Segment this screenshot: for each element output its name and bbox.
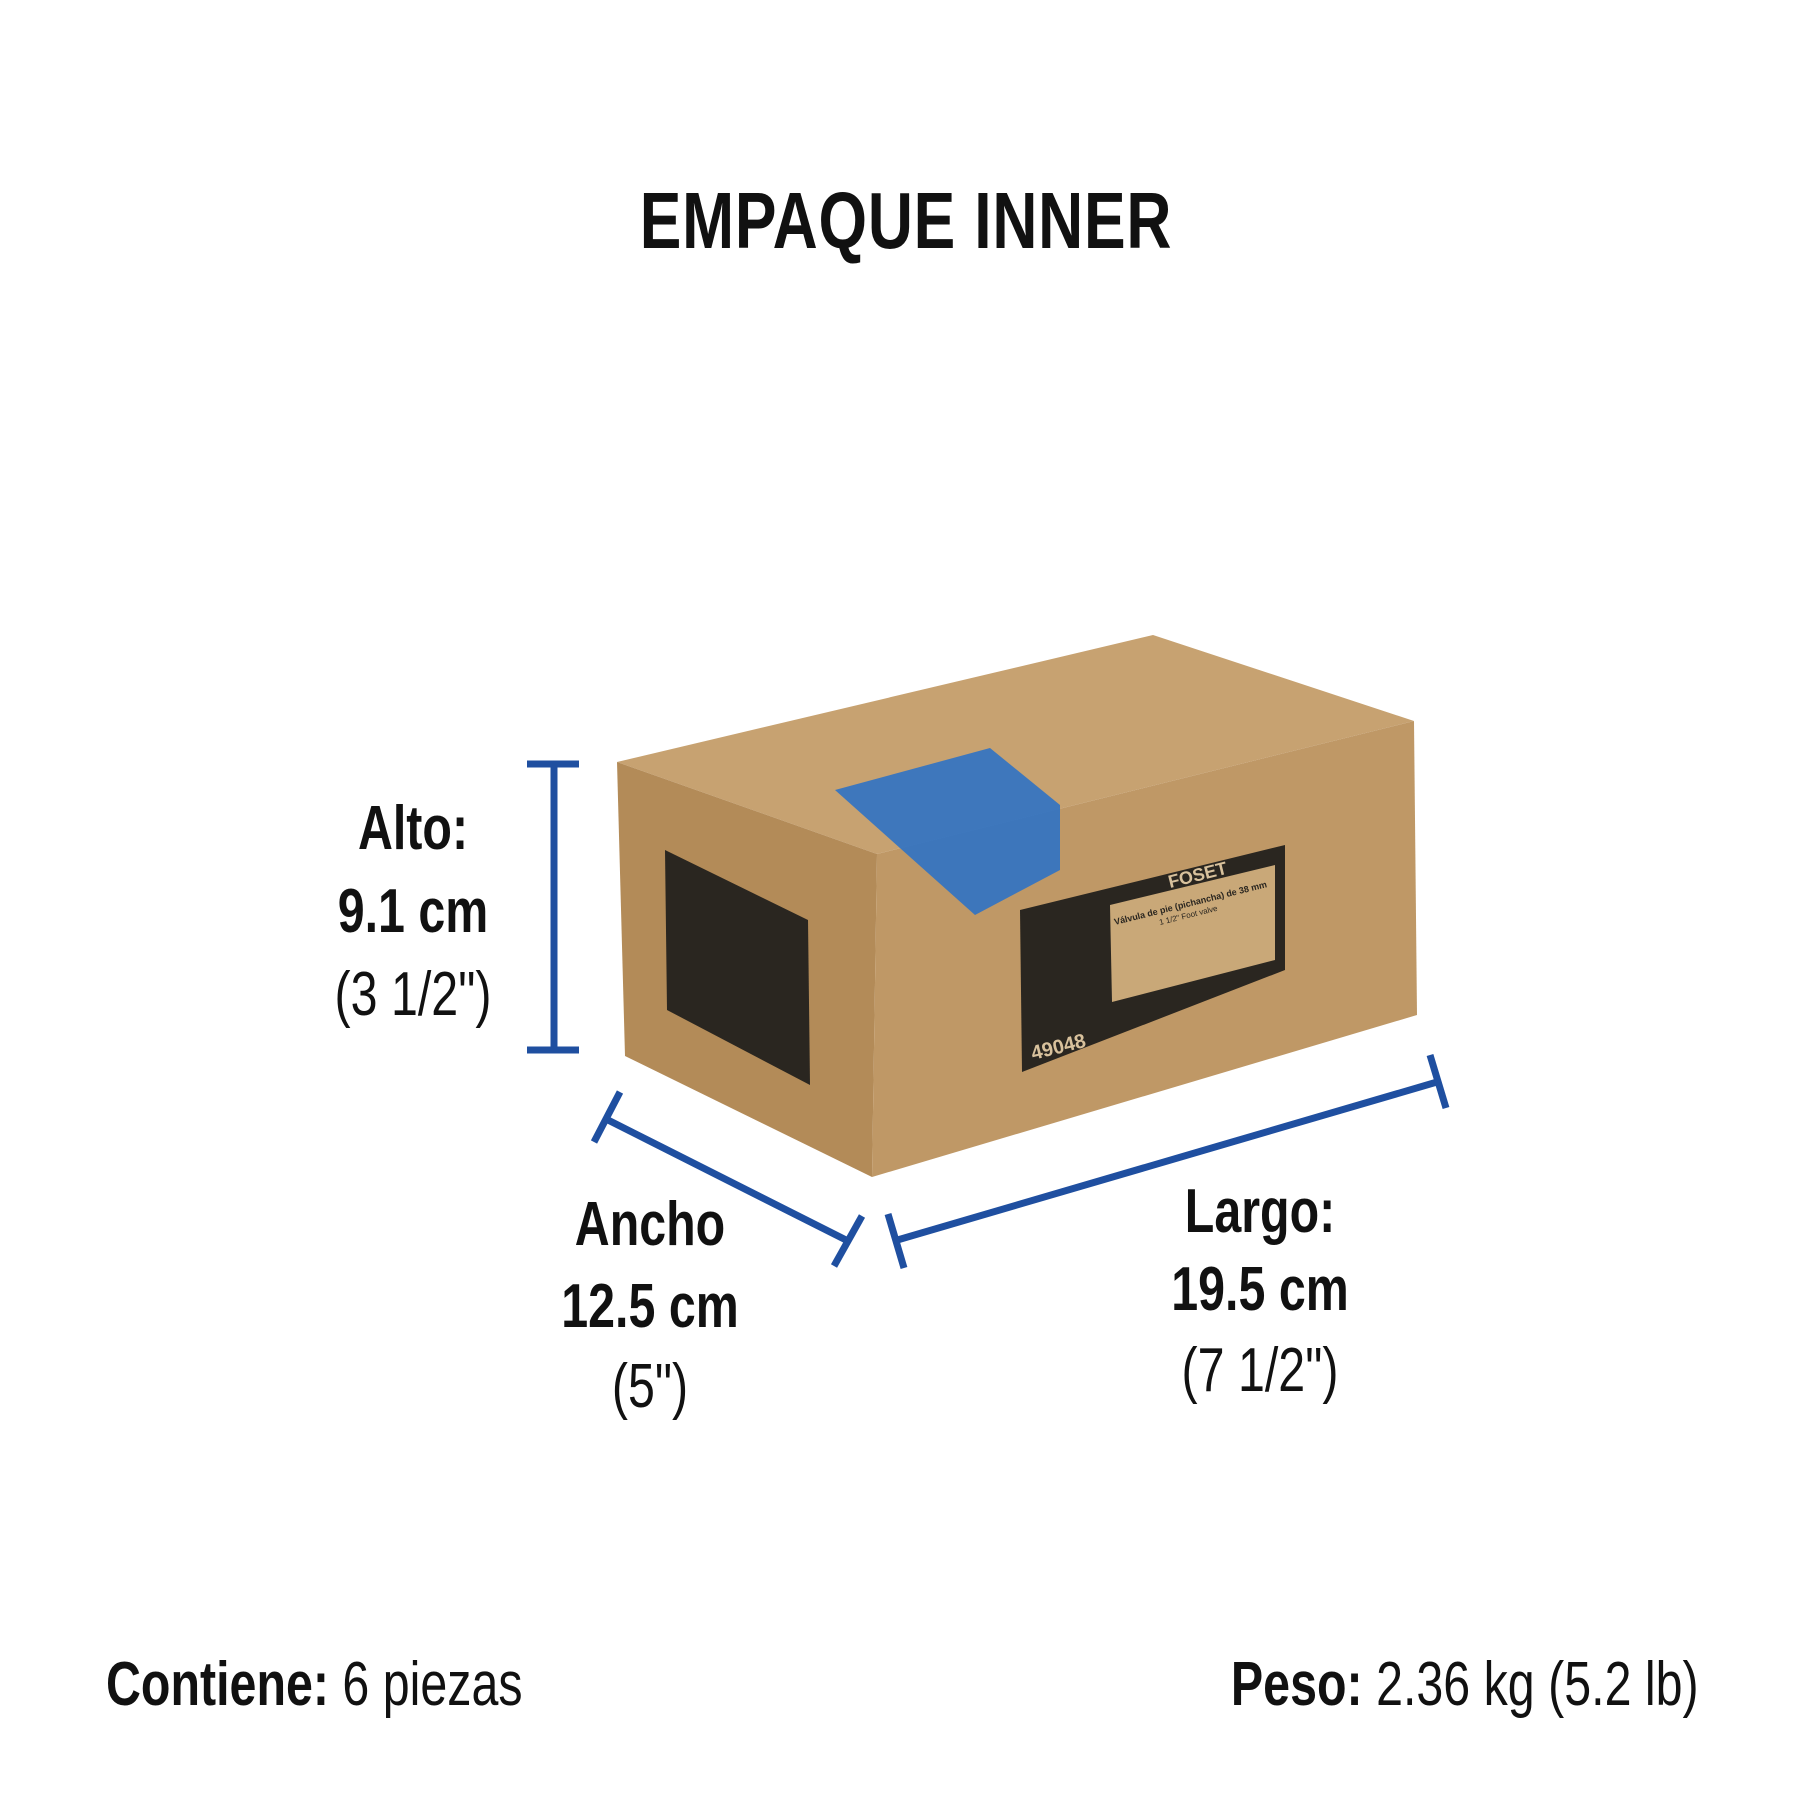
ancho-metric: 12.5 cm	[561, 1272, 739, 1341]
front-label-panel	[1110, 865, 1275, 1002]
largo-dimension-line	[884, 1053, 1450, 1269]
contents-label: Contiene:	[106, 1650, 329, 1719]
ancho-imperial: (5")	[611, 1352, 689, 1421]
largo-label: Largo:	[1184, 1177, 1336, 1246]
page-title: EMPAQUE INNER	[639, 176, 1173, 265]
contents-value: 6 piezas	[342, 1650, 523, 1719]
cardboard-box: FOSET Válvula de pie (pichancha) de 38 m…	[617, 635, 1417, 1177]
ancho-dimension-line	[590, 1090, 866, 1268]
alto-dimension-line	[527, 760, 579, 1054]
weight-info: Peso: 2.36 kg (5.2 lb)	[1231, 1654, 1699, 1716]
side-label	[665, 850, 810, 1085]
ancho-label: Ancho	[574, 1190, 726, 1259]
alto-imperial: (3 1/2")	[334, 960, 492, 1029]
largo-metric: 19.5 cm	[1171, 1255, 1349, 1324]
contents-info: Contiene: 6 piezas	[106, 1654, 523, 1716]
weight-value: 2.36 kg (5.2 lb)	[1376, 1650, 1699, 1719]
largo-imperial: (7 1/2")	[1181, 1336, 1339, 1405]
box-top-face	[617, 635, 1414, 854]
alto-metric: 9.1 cm	[337, 877, 489, 946]
packing-tape	[835, 748, 1060, 915]
weight-label: Peso:	[1231, 1650, 1363, 1719]
alto-label: Alto:	[357, 794, 469, 863]
dimension-lines	[527, 760, 1450, 1269]
